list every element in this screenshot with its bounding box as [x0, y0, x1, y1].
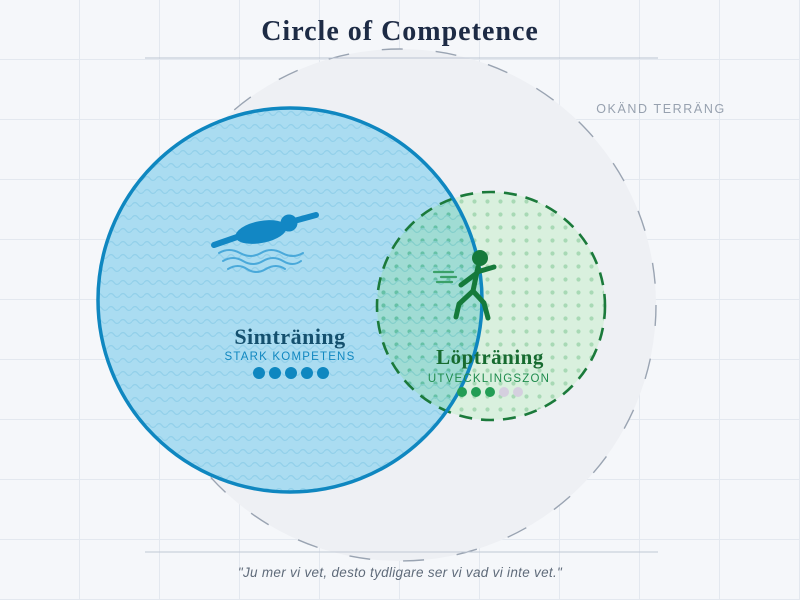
progress-dot — [269, 367, 281, 379]
water-waves-icon — [218, 249, 304, 273]
page-title: Circle of Competence — [261, 16, 539, 47]
competence-level-dots — [253, 367, 329, 379]
development-circle-border — [375, 190, 607, 422]
progress-dot — [457, 387, 467, 397]
unknown-terrain-label: OKÄND TERRÄNG — [596, 102, 726, 116]
overlap-region — [377, 192, 482, 420]
motion-lines-icon — [432, 270, 458, 284]
quote-text: "Ju mer vi vet, desto tydligare ser vi v… — [238, 565, 563, 580]
progress-dot — [285, 367, 297, 379]
development-zone-title: Löpträning — [436, 345, 544, 369]
competence-circle — [98, 108, 482, 492]
progress-dot — [513, 387, 523, 397]
progress-dot — [499, 387, 509, 397]
runner-icon — [432, 250, 497, 321]
development-level-dots — [457, 387, 523, 397]
competence-zone-subtitle: STARK KOMPETENS — [225, 351, 356, 363]
progress-dot — [485, 387, 495, 397]
progress-dot — [301, 367, 313, 379]
progress-dot — [471, 387, 481, 397]
swimmer-icon — [211, 212, 319, 273]
progress-dot — [317, 367, 329, 379]
development-zone-subtitle: UTVECKLINGSZON — [428, 373, 550, 385]
competence-zone-title: Simträning — [234, 324, 345, 349]
progress-dot — [253, 367, 265, 379]
